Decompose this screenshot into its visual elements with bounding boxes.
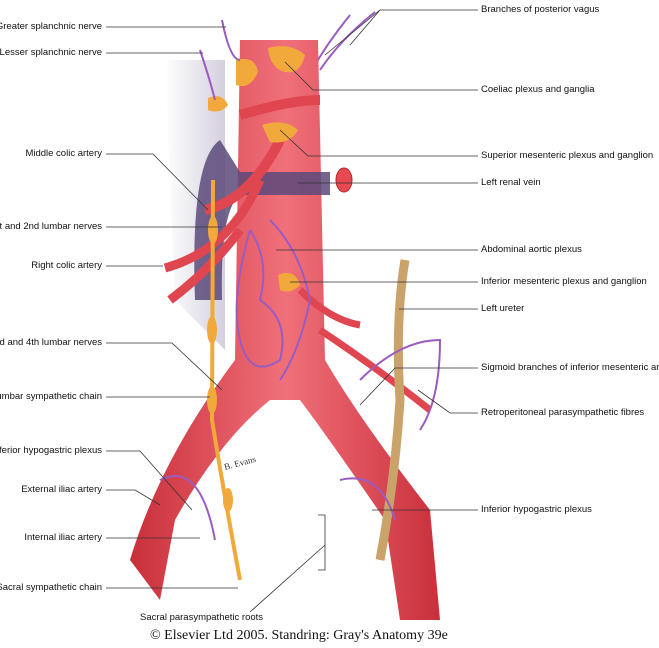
signature: B. Evans xyxy=(223,454,257,472)
label-inferior-hypogastric-plexus-right: Inferior hypogastric plexus xyxy=(481,504,592,515)
label-internal-iliac-artery: Internal iliac artery xyxy=(24,532,102,543)
label-inferior-mesenteric-plexus: Inferior mesenteric plexus and ganglion xyxy=(481,276,647,287)
label-middle-colic-artery: Middle colic artery xyxy=(25,148,102,159)
label-sacral-sympathetic-chain: Sacral sympathetic chain xyxy=(0,582,102,593)
right-colic-artery xyxy=(163,178,265,273)
label-coeliac-plexus: Coeliac plexus and ganglia xyxy=(481,84,595,95)
label-left-ureter: Left ureter xyxy=(481,303,525,314)
label-abdominal-aortic-plexus: Abdominal aortic plexus xyxy=(481,244,582,255)
leader-lines xyxy=(106,9,478,613)
inferior-mesenteric-artery xyxy=(297,287,361,329)
left-ureter xyxy=(375,259,410,561)
label-retroperitoneal-fibres: Retroperitoneal parasympathetic fibres xyxy=(481,407,645,418)
label-lesser-splanchnic-nerve: Lesser splanchnic nerve xyxy=(0,47,102,58)
label-left-renal-vein: Left renal vein xyxy=(481,177,541,188)
label-lumbar-sympathetic-chain: Lumbar sympathetic chain xyxy=(0,391,102,402)
label-branches-posterior-vagus: Branches of posterior vagus xyxy=(481,4,600,15)
ganglia xyxy=(207,46,305,512)
label-1st-2nd-lumbar-nerves: 1st and 2nd lumbar nerves xyxy=(0,221,102,232)
inferior-vena-cava xyxy=(194,140,330,300)
label-sacral-parasympathetic-roots: Sacral parasympathetic roots xyxy=(140,612,264,623)
label-sigmoid-branches: Sigmoid branches of inferior mesenteric … xyxy=(481,362,659,373)
copyright: © Elsevier Ltd 2005. Standring: Gray's A… xyxy=(150,628,448,643)
nerve-plexus xyxy=(159,11,442,541)
left-renal-vein-end xyxy=(335,167,353,193)
label-3rd-4th-lumbar-nerves: 3rd and 4th lumbar nerves xyxy=(0,337,102,348)
abdominal-aorta xyxy=(130,40,440,620)
sigmoid-branches xyxy=(318,327,433,413)
ileocolic-artery xyxy=(167,227,244,304)
label-inferior-hypogastric-plexus-left: Inferior hypogastric plexus xyxy=(0,445,102,456)
label-superior-mesenteric-plexus: Superior mesenteric plexus and ganglion xyxy=(481,150,654,161)
label-external-iliac-artery: External iliac artery xyxy=(21,484,102,495)
coeliac-branch xyxy=(238,95,321,120)
label-right-colic-artery: Right colic artery xyxy=(31,260,102,271)
label-greater-splanchnic-nerve: Greater splanchnic nerve xyxy=(0,21,102,32)
